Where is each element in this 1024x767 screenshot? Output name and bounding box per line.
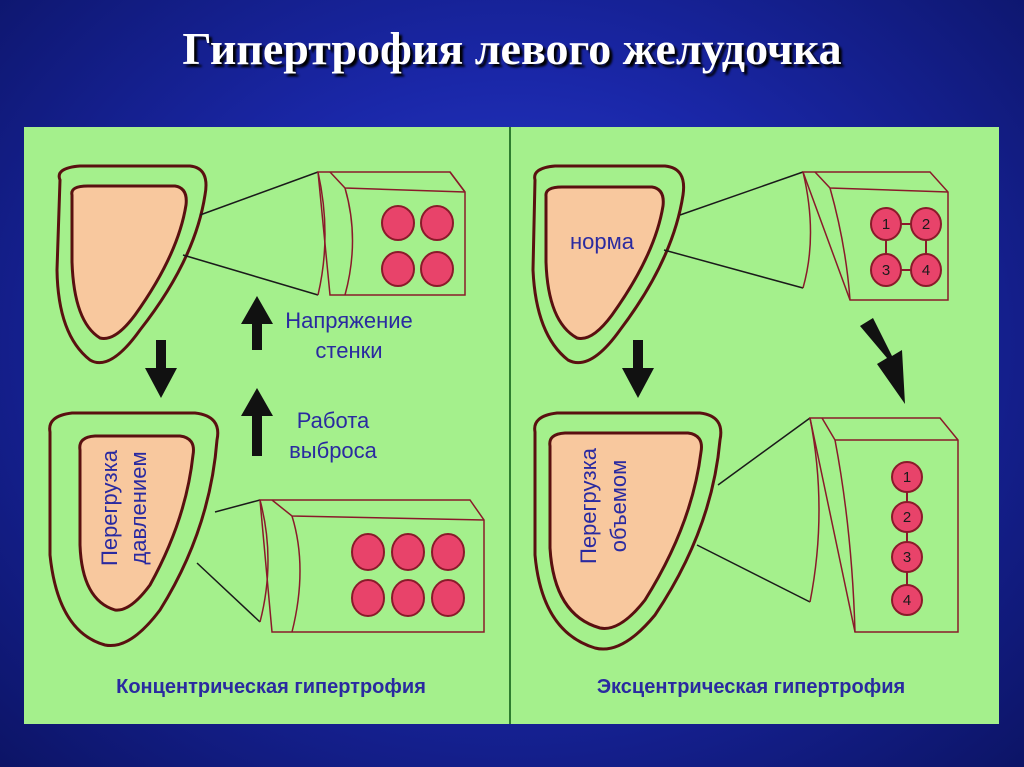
cell	[891, 461, 923, 493]
left-normal-muscle-block	[317, 171, 466, 296]
concentric-caption: Концентрическая гипертрофия	[116, 676, 426, 698]
cell-number: 3	[903, 549, 911, 566]
cell-number: 3	[882, 262, 890, 279]
arrow-diagonal-icon	[860, 318, 905, 404]
eccentric-caption: Эксцентрическая гипертрофия	[597, 676, 905, 698]
arrow-down-icon	[622, 340, 654, 398]
cell-number: 1	[882, 216, 890, 233]
cell	[870, 253, 902, 287]
cell-number: 4	[922, 262, 930, 279]
right-normal-ventricle	[531, 164, 686, 365]
normal-label: норма	[570, 229, 635, 254]
left-normal-cells	[381, 205, 454, 287]
cell	[351, 533, 385, 571]
arrow-up-icon	[241, 296, 273, 350]
pressure-overload-label-line1: Перегрузка	[97, 449, 122, 566]
left-concentric-muscle-block	[259, 499, 485, 633]
volume-overload-label-line2: объемом	[606, 460, 631, 553]
cell-number: 4	[903, 592, 911, 609]
cell-number: 2	[922, 216, 930, 233]
wall-stress-label-line1: Напряжение	[285, 308, 413, 333]
right-eccentric-muscle-block	[809, 417, 959, 633]
cell	[381, 251, 415, 287]
cell	[431, 579, 465, 617]
right-eccentric-cells: 1 2 3 4	[891, 461, 923, 616]
right-normal-cells: 1 2 3 4	[870, 207, 942, 287]
cell	[891, 501, 923, 533]
cell	[420, 251, 454, 287]
ejection-work-label-line2: выброса	[289, 438, 378, 463]
cell	[870, 207, 902, 241]
ejection-work-label-line1: Работа	[297, 408, 370, 433]
cell	[420, 205, 454, 241]
cell-number: 2	[903, 509, 911, 526]
left-concentric-cells	[351, 533, 465, 617]
cell	[891, 584, 923, 616]
cell	[910, 253, 942, 287]
cell	[431, 533, 465, 571]
cell	[891, 541, 923, 573]
right-normal-muscle-block	[801, 171, 949, 301]
cell	[381, 205, 415, 241]
cell-number: 1	[903, 469, 911, 486]
slide-title: Гипертрофия левого желудочка	[182, 23, 842, 74]
pressure-overload-label-line2: давлением	[126, 451, 151, 564]
volume-overload-label-line1: Перегрузка	[576, 447, 601, 564]
arrow-up-icon	[241, 388, 273, 456]
connector-lines	[182, 171, 811, 623]
right-eccentric-ventricle	[533, 411, 723, 651]
cell	[391, 579, 425, 617]
arrows	[145, 296, 905, 456]
arrow-down-icon	[145, 340, 177, 398]
cell	[351, 579, 385, 617]
left-normal-ventricle	[55, 164, 208, 365]
wall-stress-label-line2: стенки	[315, 338, 382, 363]
cell	[391, 533, 425, 571]
cell	[910, 207, 942, 241]
left-concentric-ventricle	[48, 411, 220, 648]
